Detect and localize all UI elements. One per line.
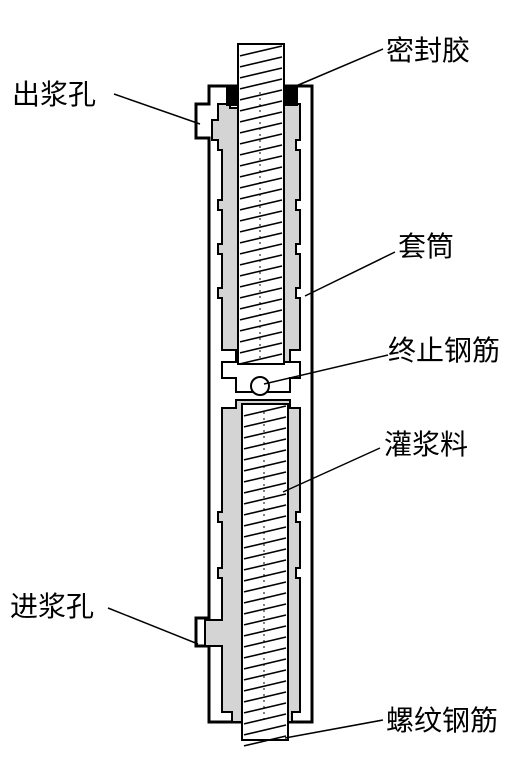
leader-line-sealant (295, 48, 384, 87)
threaded-rebar-lower (241, 403, 289, 747)
label-grout-inlet: 进浆孔 (10, 590, 94, 623)
leader-line-threaded-rebar (284, 719, 384, 739)
leader-line-stop-rebar (263, 354, 389, 385)
label-sleeve: 套筒 (398, 230, 454, 263)
label-grout-outlet: 出浆孔 (12, 78, 96, 111)
threaded-rebar-upper (237, 43, 285, 365)
leader-line-grout-outlet (113, 93, 201, 125)
stop-rebar (250, 376, 270, 396)
label-threaded-rebar: 螺纹钢筋 (386, 704, 498, 737)
label-stop-rebar: 终止钢筋 (388, 334, 500, 367)
leader-line-sleeve (304, 251, 396, 297)
sealant-block-left (226, 86, 240, 106)
label-sealant: 密封胶 (386, 34, 470, 67)
leader-line-grout-inlet (107, 607, 199, 645)
leader-line-grout-material (282, 447, 381, 493)
label-grout-material: 灌浆料 (384, 428, 468, 461)
